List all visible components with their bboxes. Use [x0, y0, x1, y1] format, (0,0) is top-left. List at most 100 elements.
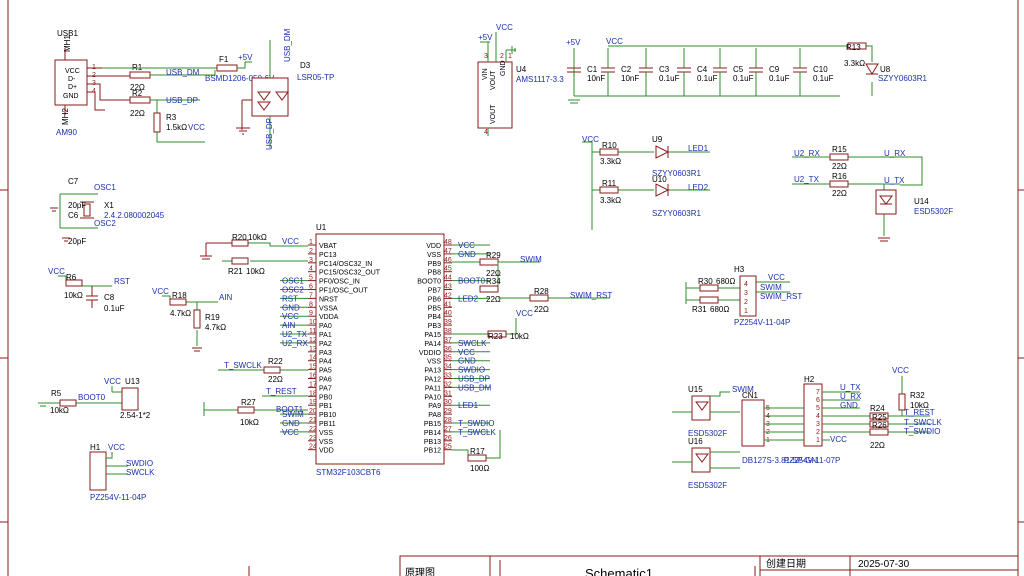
mcu-pin-number: 48 — [444, 239, 452, 246]
h1-ref: H1 — [90, 443, 101, 452]
cap-val: 0.1uF — [733, 74, 754, 83]
mcu-pin-number: 17 — [309, 381, 317, 388]
resistor-r17[interactable] — [467, 454, 487, 462]
r27-val: 10kΩ — [240, 418, 259, 427]
gnd-symbol — [236, 127, 250, 135]
cap-val: 0.1uF — [813, 74, 834, 83]
resistor-r27[interactable] — [237, 406, 255, 414]
esd-u14[interactable] — [875, 189, 897, 215]
crystal-section[interactable] — [50, 193, 98, 242]
resistor-r30[interactable] — [699, 284, 719, 292]
mcu-pin-number: 45 — [444, 266, 452, 273]
resistor-r3[interactable] — [153, 112, 161, 133]
resistor-r31[interactable] — [699, 296, 719, 304]
mcu-pin-number: 1 — [309, 239, 313, 246]
swim-net: SWIM — [520, 255, 542, 264]
header-h1[interactable] — [89, 451, 128, 491]
h1-part: PZ254V-11-04P — [90, 493, 146, 502]
mcu-pin-name: PA11 — [425, 385, 441, 392]
resistor-r25[interactable] — [869, 420, 889, 428]
r30-val: 680Ω — [716, 277, 735, 286]
ldo-u4[interactable] — [477, 32, 516, 136]
mcu-net-label: GND — [282, 303, 300, 312]
resistor-r28[interactable] — [529, 294, 549, 302]
usb-mh1: MH1 — [63, 35, 72, 52]
c7-val: 20pF — [68, 201, 86, 210]
mcu-pin-name: PB9 — [428, 261, 441, 268]
header-h2[interactable] — [803, 383, 823, 447]
mcu-pin-name: PA10 — [424, 394, 441, 401]
mcu-pin-number: 40 — [444, 310, 452, 317]
resistor-r13[interactable] — [847, 42, 867, 50]
r25-ref: R25 — [872, 413, 887, 422]
d3-top-net: USB_DM — [283, 28, 292, 62]
r28-ref: R28 — [534, 287, 549, 296]
led-u8[interactable] — [865, 63, 879, 75]
mcu-pin-name: VSS — [319, 430, 333, 437]
r5-ref: R5 — [51, 389, 62, 398]
resistor-r32[interactable] — [898, 393, 906, 411]
led-u9[interactable] — [655, 145, 670, 159]
tvs-d3[interactable] — [241, 40, 289, 148]
resistor-r22[interactable] — [263, 366, 281, 374]
resistor-r23[interactable] — [487, 330, 507, 338]
ain-divider[interactable] — [162, 295, 218, 352]
resistor-r16[interactable] — [829, 180, 849, 188]
fuse-f1[interactable] — [216, 64, 238, 72]
mcu-pin-name: PA7 — [319, 385, 332, 392]
led-u10[interactable] — [655, 183, 670, 197]
usb-pin-dm: D- — [68, 76, 76, 83]
r3-val: 1.5kΩ — [166, 123, 187, 132]
mcu-pin-name: PA0 — [319, 323, 332, 330]
rst-net: RST — [114, 277, 130, 286]
h3-num: 3 — [744, 290, 748, 297]
resistor-r24[interactable] — [869, 412, 889, 420]
mcu-net-label: GND — [458, 357, 476, 366]
d3-bot-net: USB_DP — [265, 118, 274, 150]
mcu-net-label: SWIM — [282, 410, 304, 419]
usb-pin-vcc: VCC — [65, 68, 80, 75]
h2-vcc: VCC — [830, 435, 847, 444]
mcu-pin-number: 26 — [444, 435, 452, 442]
h2-num: 7 — [816, 389, 820, 396]
mcu-pin-number: 15 — [309, 364, 317, 371]
mcu-pin-name: PB13 — [424, 439, 441, 446]
mcu-pin-name: PB5 — [428, 305, 441, 312]
usb-connector[interactable]: USB1 MH1 MH2 VCC D- D+ GND 1 2 3 4 AM90 — [54, 29, 96, 137]
reset-circuit[interactable] — [58, 275, 112, 308]
mcu-u1[interactable] — [315, 233, 445, 465]
mcu-pin-name: PA8 — [428, 412, 441, 419]
r32-vcc: VCC — [892, 366, 909, 375]
cap-val: 0.1uF — [659, 74, 680, 83]
header-h3[interactable] — [739, 275, 757, 317]
resistor-r10[interactable] — [599, 148, 619, 156]
mcu-pin-name: VSS — [427, 359, 441, 366]
cn1-ref: CN1 — [742, 391, 759, 400]
boot-jumper[interactable] — [38, 386, 139, 411]
mcu-pin-name: PB14 — [424, 430, 441, 437]
mcu-pin-name: PA5 — [319, 368, 332, 375]
r34-val: 22Ω — [486, 295, 501, 304]
mcu-net-label: AIN — [282, 321, 296, 330]
osc2-net: OSC2 — [94, 219, 116, 228]
mcu-pin-number: 24 — [309, 444, 317, 451]
h2-part: PZ254V-11-07P — [784, 456, 840, 465]
mcu-net-label: GND — [282, 419, 300, 428]
r2-ref: R2 — [132, 89, 143, 98]
resistor-r21[interactable] — [231, 257, 249, 265]
r3-ref: R3 — [166, 113, 177, 122]
mcu-pin-number: 5 — [309, 275, 313, 282]
mcu-pin-number: 21 — [309, 417, 317, 424]
resistor-r1[interactable] — [129, 71, 151, 79]
terminal-cn1[interactable] — [741, 399, 765, 447]
resistor-r15[interactable] — [829, 153, 849, 161]
resistor-r11[interactable] — [599, 186, 619, 194]
resistor-r26[interactable] — [869, 428, 889, 436]
mcu-pin-name: PC15/OSC32_OUT — [319, 270, 381, 277]
esd-u15[interactable] — [672, 391, 740, 421]
d3-ref: D3 — [300, 61, 311, 70]
resistor-r34[interactable] — [479, 285, 499, 293]
r21-val: 10kΩ — [246, 267, 265, 276]
cap-val: 0.1uF — [697, 74, 718, 83]
esd-u16[interactable] — [672, 447, 740, 473]
